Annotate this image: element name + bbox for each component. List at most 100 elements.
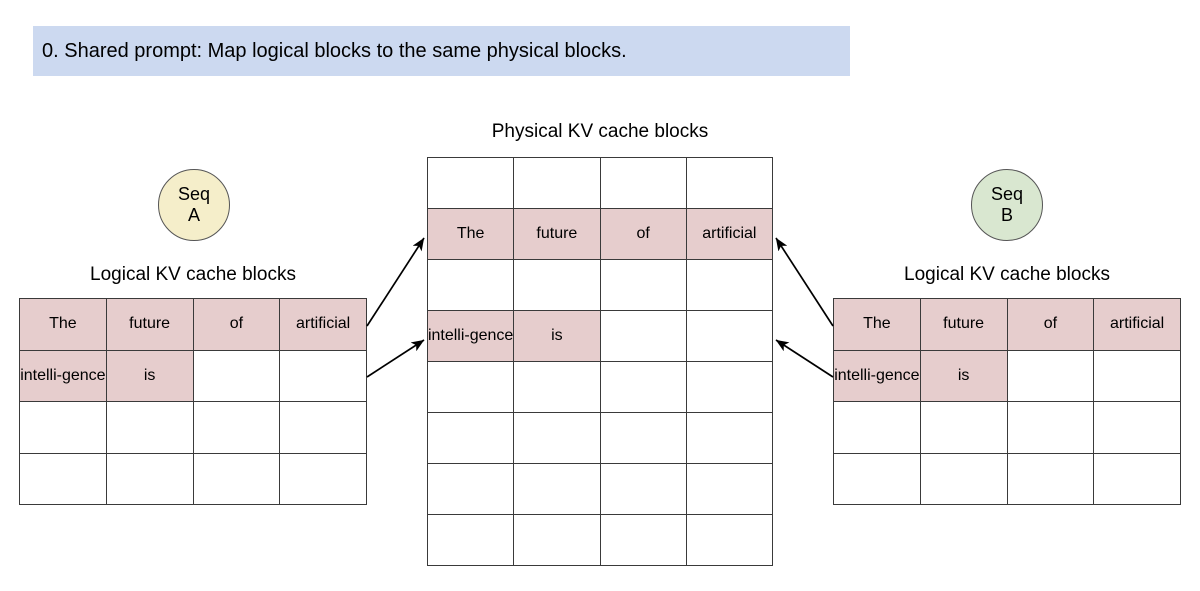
logical-left-table-caption: Logical KV cache blocks	[90, 264, 296, 285]
kv-block-text: artificial	[702, 225, 757, 242]
kv-block-filled: intelli-gence	[834, 350, 921, 402]
kv-block-filled: of	[193, 299, 281, 351]
kv-block-empty	[193, 350, 281, 402]
kv-block-empty	[686, 464, 773, 515]
kv-block-filled: intelli-gence	[20, 350, 107, 402]
seq-a-label-line2: A	[187, 205, 200, 225]
kv-block-empty	[428, 260, 515, 311]
kv-block-empty	[428, 413, 515, 464]
kv-block-text: future	[943, 315, 985, 333]
kv-block-text: gence	[61, 366, 106, 384]
kv-block-empty	[193, 402, 281, 454]
kv-block-empty	[686, 311, 773, 362]
kv-block-empty	[686, 515, 773, 566]
kv-block-text: gence	[875, 366, 920, 384]
kv-block-text: is	[957, 366, 970, 384]
kv-block-empty	[514, 260, 601, 311]
kv-block-empty	[600, 158, 687, 209]
kv-block-text: is	[551, 327, 563, 344]
kv-block-filled: is	[514, 311, 601, 362]
kv-block-empty	[1094, 402, 1181, 454]
kv-block-text: The	[456, 225, 485, 242]
logical-kv-cache-table-right: The future of artificial intelli-gence is	[833, 298, 1181, 505]
kv-block-empty	[686, 362, 773, 413]
kv-block-filled: The	[20, 299, 107, 351]
kv-block-empty	[514, 464, 601, 515]
kv-block-filled: The	[428, 209, 515, 260]
kv-block-text: is	[143, 366, 156, 384]
kv-block-empty	[428, 464, 515, 515]
kv-block-filled: The	[834, 299, 921, 351]
kv-block-empty	[514, 413, 601, 464]
kv-block-empty	[600, 362, 687, 413]
kv-block-filled: future	[514, 209, 601, 260]
kv-block-empty	[686, 260, 773, 311]
kv-block-empty	[600, 464, 687, 515]
kv-block-empty	[193, 453, 281, 505]
kv-block-empty	[600, 311, 687, 362]
kv-block-empty	[686, 158, 773, 209]
seq-b-label-line2: B	[1000, 205, 1013, 225]
kv-block-empty	[20, 402, 107, 454]
seq-a-badge: Seq A	[158, 169, 230, 241]
kv-block-empty	[834, 453, 921, 505]
kv-block-filled: of	[600, 209, 687, 260]
kv-block-empty	[834, 402, 921, 454]
arrow-left-row2-to-physical-row4	[366, 339, 425, 378]
kv-block-text: intelli-	[428, 327, 470, 344]
kv-block-text: intelli-	[834, 366, 876, 384]
kv-block-empty	[1007, 453, 1095, 505]
kv-block-empty	[686, 413, 773, 464]
logical-kv-cache-table-left: The future of artificial intelli-gence is	[19, 298, 367, 505]
title-banner: 0. Shared prompt: Map logical blocks to …	[33, 26, 850, 76]
kv-block-empty	[1094, 453, 1181, 505]
kv-block-text: future	[129, 315, 171, 333]
title-banner-text: 0. Shared prompt: Map logical blocks to …	[42, 40, 627, 62]
kv-block-filled: future	[920, 299, 1008, 351]
kv-block-empty	[920, 402, 1008, 454]
physical-kv-cache-table: The future of artificial intelli-gence is	[427, 157, 773, 566]
kv-block-empty	[514, 515, 601, 566]
kv-block-text: of	[1043, 315, 1058, 333]
kv-block-empty	[920, 453, 1008, 505]
kv-block-filled: is	[106, 350, 194, 402]
kv-block-text: artificial	[296, 315, 351, 333]
seq-b-label-line1: Seq	[990, 184, 1024, 204]
kv-block-filled: artificial	[686, 209, 773, 260]
kv-block-empty	[514, 362, 601, 413]
kv-block-empty	[600, 260, 687, 311]
kv-block-text: The	[863, 315, 891, 333]
kv-block-empty	[106, 402, 194, 454]
kv-block-filled: artificial	[280, 299, 367, 351]
kv-block-filled: intelli-gence	[428, 311, 515, 362]
kv-block-empty	[20, 453, 107, 505]
kv-block-empty	[106, 453, 194, 505]
arrow-right-row2-to-physical-row4	[775, 339, 834, 378]
kv-block-text: of	[636, 225, 650, 242]
kv-block-empty	[600, 413, 687, 464]
kv-block-text: The	[49, 315, 77, 333]
kv-block-filled: is	[920, 350, 1008, 402]
kv-block-filled: future	[106, 299, 194, 351]
kv-block-empty	[428, 158, 515, 209]
physical-table-caption: Physical KV cache blocks	[491, 121, 709, 142]
kv-block-empty	[280, 453, 367, 505]
logical-right-table-caption: Logical KV cache blocks	[904, 264, 1110, 285]
kv-block-empty	[428, 515, 515, 566]
kv-block-empty	[280, 350, 367, 402]
kv-block-empty	[600, 515, 687, 566]
kv-block-empty	[1007, 350, 1095, 402]
kv-block-text: gence	[469, 327, 514, 344]
kv-block-empty	[514, 158, 601, 209]
kv-block-filled: of	[1007, 299, 1095, 351]
arrow-right-row1-to-physical-row2	[775, 237, 834, 327]
seq-b-badge: Seq B	[971, 169, 1043, 241]
kv-block-text: future	[536, 225, 578, 242]
kv-block-empty	[1094, 350, 1181, 402]
kv-block-empty	[1007, 402, 1095, 454]
kv-block-empty	[428, 362, 515, 413]
arrow-left-row1-to-physical-row2	[366, 237, 425, 327]
kv-block-filled: artificial	[1094, 299, 1181, 351]
kv-block-text: of	[229, 315, 244, 333]
